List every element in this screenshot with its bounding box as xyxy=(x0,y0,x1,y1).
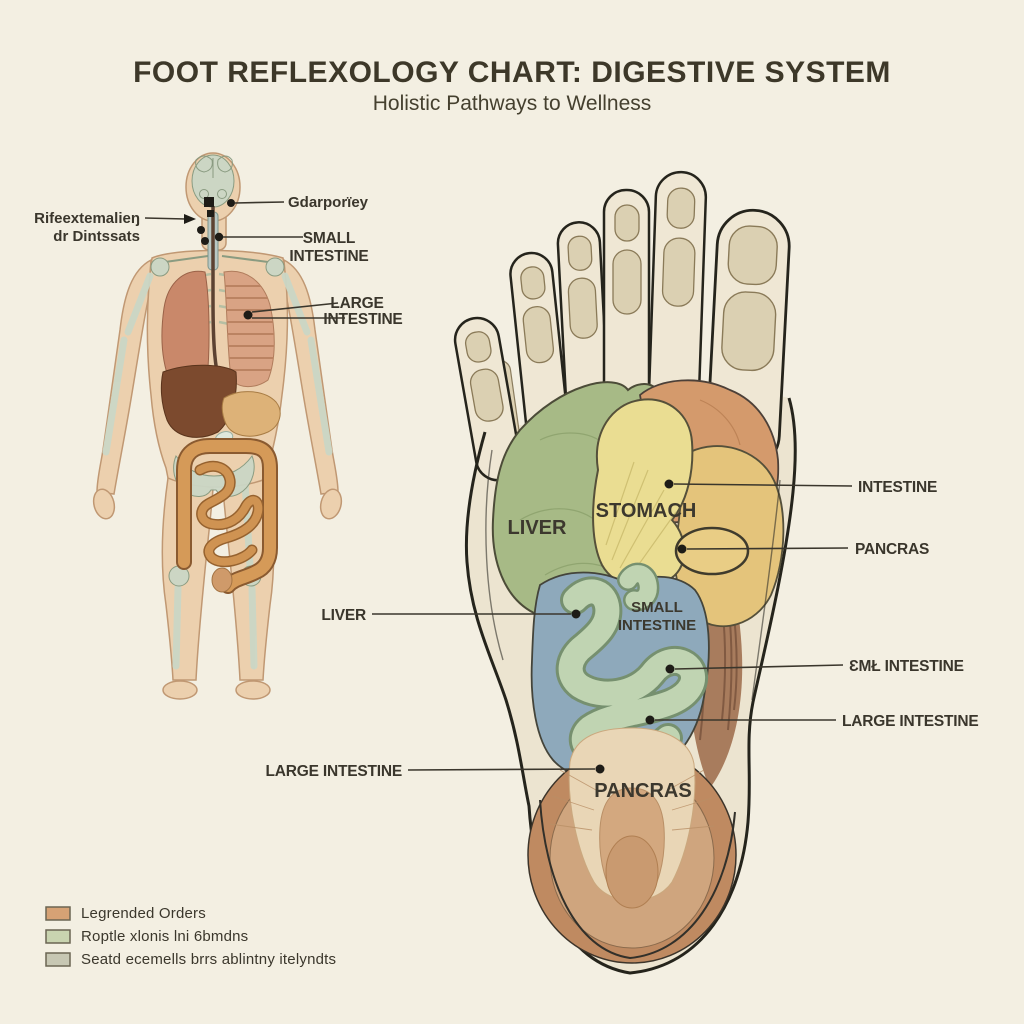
zone-stomach xyxy=(592,398,694,588)
foot-zones xyxy=(491,379,785,964)
figure-label-small-intestine-1: SMALL xyxy=(303,230,355,247)
figure-label-side-1: Rifeextemalieŋ xyxy=(34,210,140,227)
legend: Legrended Orders Roptle xlonis lni 6bmdn… xyxy=(45,905,336,974)
legend-swatch-1 xyxy=(45,905,71,921)
legend-row-2: Roptle xlonis lni 6bmdns xyxy=(45,927,336,945)
foot-inner-outline xyxy=(485,449,781,960)
foot-label-right-intestine: INTESTINE xyxy=(858,479,937,496)
figure-leader-lines xyxy=(144,201,345,319)
zone-label-pancras: PANCRAS xyxy=(594,780,691,802)
legend-swatch-2 xyxy=(45,928,71,944)
zone-label-liver: LIVER xyxy=(508,517,567,539)
legend-swatch-3 xyxy=(45,951,71,967)
page-title: FOOT REFLEXOLOGY CHART: DIGESTIVE SYSTEM xyxy=(133,56,891,89)
zone-label-stomach: STOMACH xyxy=(596,500,697,522)
foot-label-left-large-intestine: LARGE INTESTINE xyxy=(265,763,402,780)
leader-arrowhead xyxy=(184,214,196,224)
foot-label-right-large-intestine: LARGE INTESTINE xyxy=(842,713,979,730)
legend-row-3: Seatd ecemells brrs ablintny itelyndts xyxy=(45,950,337,968)
foot-outline xyxy=(464,397,797,975)
heel-zone xyxy=(527,727,737,964)
page-subtitle: Holistic Pathways to Wellness xyxy=(372,92,652,115)
foot-point-markers xyxy=(571,479,687,774)
foot-leader-lines xyxy=(372,483,853,771)
legend-label-2: Roptle xlonis lni 6bmdns xyxy=(81,927,249,945)
figure-point-markers xyxy=(197,197,253,320)
zone-label-small-intestine-1: SMALL xyxy=(631,599,683,616)
human-figure-illustration: Gdarporïey Rifeextemalieŋ dr Dintssats S… xyxy=(34,152,403,700)
figure-label-head: Gdarporïey xyxy=(288,194,369,211)
foot-diagram: LIVER STOMACH SMALL INTESTINE PANCRAS LI… xyxy=(265,170,979,975)
zone-label-small-intestine-2: INTESTINE xyxy=(618,617,696,634)
legend-row-1: Legrended Orders xyxy=(45,904,336,922)
foot-label-right-eml-intestine: ƐMŁ INTESTINE xyxy=(849,658,964,675)
figure-label-small-intestine-2: INTESTINE xyxy=(289,248,368,265)
figure-label-side-2: dr Dintssats xyxy=(53,228,140,245)
foot-label-left-liver: LIVER xyxy=(321,607,366,624)
legend-label-1: Legrended Orders xyxy=(81,904,206,922)
figure-organs xyxy=(160,206,281,594)
pancreas-point-ellipse xyxy=(674,526,750,576)
figure-label-large-intestine-2: INTESTINE xyxy=(323,311,402,328)
foot-label-right-pancras: PANCRAS xyxy=(855,541,929,558)
legend-label-3: Seatd ecemells brrs ablintny itelyndts xyxy=(81,950,337,968)
heel-texture xyxy=(549,769,715,831)
figure-label-large-intestine-1: LARGE xyxy=(330,295,383,312)
zone-stomach-texture xyxy=(605,461,677,575)
